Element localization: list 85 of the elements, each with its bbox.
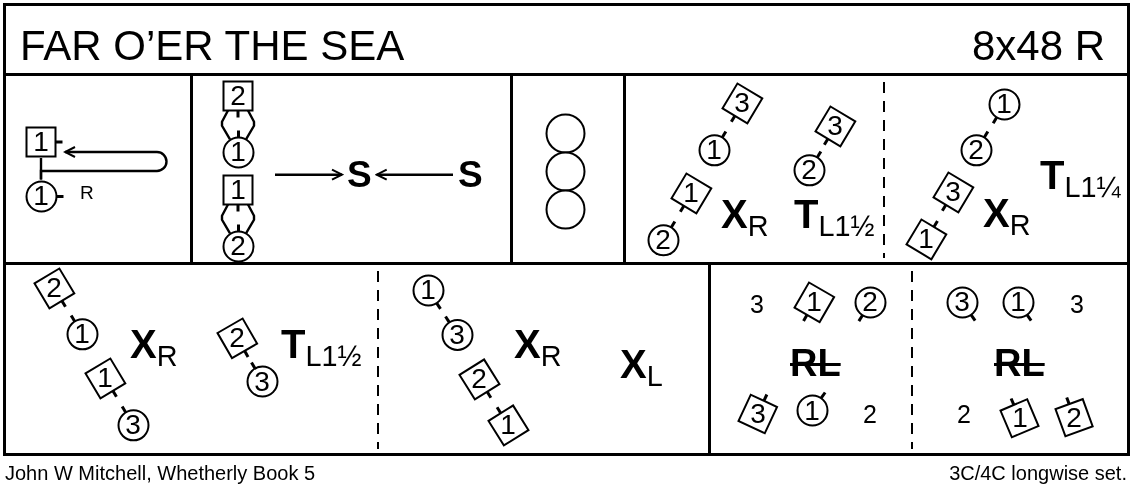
dancer-number: 2 (230, 82, 246, 110)
dancer-number: 1 (806, 288, 822, 316)
joined-hands-bracket (220, 109, 256, 141)
dancer-number: 1 (1012, 404, 1028, 432)
dancer-number: 2 (230, 232, 246, 260)
direction-letter: R (80, 182, 94, 202)
dancer-circle-symbol (945, 285, 979, 322)
dancer-number: 1 (230, 176, 246, 204)
dancer-number: 1 (996, 90, 1012, 118)
figure-letter: S (342, 156, 377, 194)
figure-symbol: T$_{L1¼}$ (1040, 154, 1121, 202)
dancer-number: 1 (1010, 288, 1026, 316)
dancer-circle-symbol (987, 87, 1021, 125)
dancer-number: 1 (33, 182, 49, 210)
dancer-circle-symbol (440, 315, 474, 352)
dancer-circle-symbol (795, 391, 829, 428)
dancer-number: 3 (750, 400, 766, 428)
dancer-number: 1 (918, 225, 934, 253)
dance-format: 8x48 R (971, 24, 1105, 67)
dancer-number: 1 (230, 138, 246, 166)
figure-symbol: X$_{R}$ (130, 323, 178, 371)
position-number: 3 (750, 291, 764, 317)
position-number: 2 (863, 401, 877, 427)
dancer-square-symbol (222, 174, 254, 213)
dancer-number: 3 (449, 321, 465, 349)
dancer-number: 3 (254, 368, 270, 396)
figure-symbol: RL (790, 344, 841, 383)
figure-symbol: T$_{L1½}$ (281, 323, 362, 371)
dancer-number: 2 (229, 324, 245, 352)
dancer-number: 3 (954, 288, 970, 316)
figure-symbol: T$_{L1½}$ (794, 193, 875, 241)
dancer-circle-symbol (65, 313, 99, 351)
figure-panel (3, 262, 711, 456)
dance-title: FAR O’ER THE SEA (20, 24, 405, 67)
dancer-number: 2 (655, 226, 671, 254)
dancer-number: 2 (46, 274, 62, 302)
circle-symbol (544, 188, 586, 230)
dancer-circle-symbol (221, 128, 255, 169)
figure-symbol: X$_{R}$ (983, 192, 1031, 240)
dancer-number: 1 (804, 397, 820, 425)
dancer-number: 3 (945, 178, 961, 206)
dancer-circle-symbol (411, 273, 445, 310)
dancer-number: 2 (968, 136, 984, 164)
dancer-number: 1 (420, 276, 436, 304)
dancer-number: 2 (801, 156, 817, 184)
credit-text: John W Mitchell, Whetherly Book 5 (5, 463, 316, 484)
dancer-number: 2 (471, 365, 487, 393)
dancer-circle-symbol (853, 285, 887, 323)
dancer-circle-symbol (697, 129, 731, 167)
dancer-number: 1 (74, 320, 90, 348)
dancer-square-symbol (25, 126, 64, 158)
dancer-circle-symbol (959, 129, 993, 167)
dancer-circle-symbol (24, 179, 65, 213)
dancer-circle-symbol (646, 219, 680, 257)
dancer-circle-symbol (221, 222, 255, 263)
dancer-number: 1 (706, 136, 722, 164)
figure-symbol: X$_{L}$ (620, 343, 663, 391)
dancer-number: 3 (125, 411, 141, 439)
figure-panel (708, 262, 1130, 456)
dancer-number: 1 (683, 179, 699, 207)
dancer-circle-symbol (116, 404, 150, 442)
track-arrow (39, 146, 168, 180)
dancer-number: 1 (97, 364, 113, 392)
dancer-number: 2 (862, 288, 878, 316)
arrow (275, 168, 343, 181)
dancer-circle-symbol (245, 361, 279, 399)
position-number: 3 (1070, 291, 1084, 317)
figure-symbol: X$_{R}$ (721, 193, 769, 241)
dancer-number: 2 (1066, 404, 1082, 432)
figure-symbol: RL (994, 344, 1045, 383)
position-number: 2 (957, 401, 971, 427)
arrow (375, 168, 453, 181)
dancer-circle-symbol (1001, 285, 1035, 322)
circle-symbol (544, 150, 586, 192)
joined-hands-bracket (220, 203, 256, 235)
dancer-number: 1 (500, 411, 516, 439)
dancer-square-symbol (222, 80, 254, 119)
dancer-circle-symbol (792, 149, 826, 187)
dancer-number: 3 (734, 89, 750, 117)
dancer-number: 1 (33, 128, 49, 156)
dancer-number: 3 (827, 112, 843, 140)
circle-symbol (544, 112, 586, 154)
set-formation-text: 3C/4C longwise set. (949, 463, 1127, 484)
figure-symbol: X$_{R}$ (514, 323, 562, 371)
figure-letter: S (453, 156, 488, 194)
